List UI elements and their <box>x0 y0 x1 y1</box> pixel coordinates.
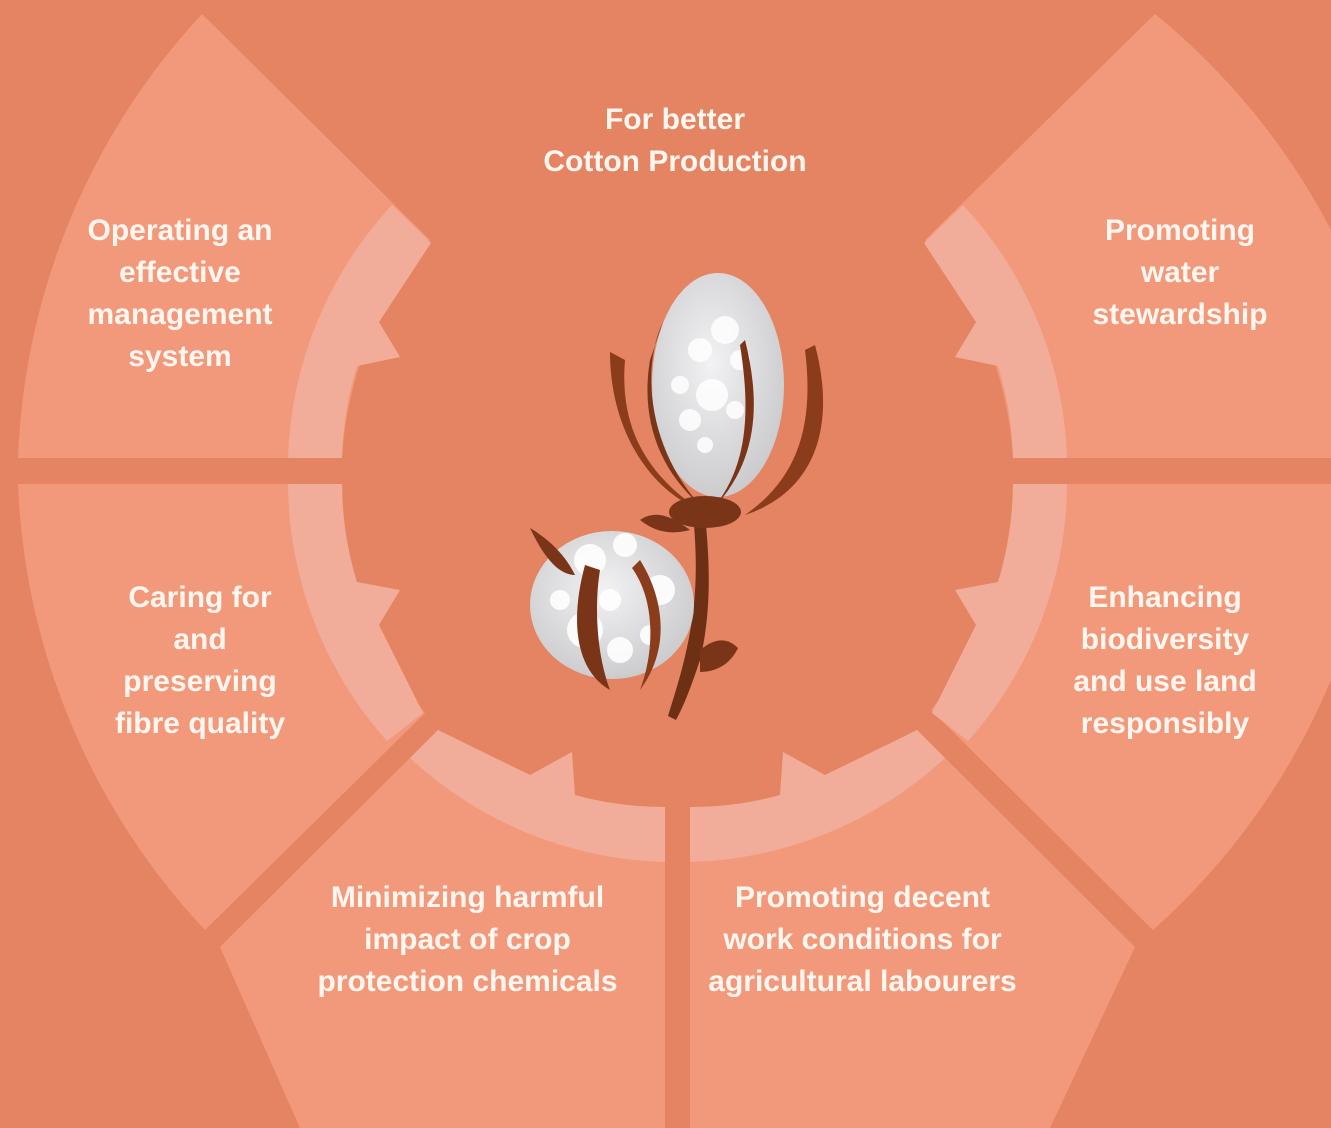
boll-calyx <box>669 496 741 528</box>
sepal <box>530 528 575 575</box>
center-title: For better Cotton Production <box>543 103 807 178</box>
cotton-branch <box>700 640 738 672</box>
ring-arc-bottom-right <box>690 730 945 862</box>
sepal <box>647 322 700 505</box>
ring-arc-upper-left <box>288 205 431 458</box>
segment-label-crop-protection: Minimizing harmful impact of crop protec… <box>317 881 618 998</box>
sepal <box>632 560 661 690</box>
segment-label-fibre-quality: Caring for and preserving fibre quality <box>114 581 286 740</box>
sepal <box>745 345 824 515</box>
sepal <box>577 565 610 690</box>
segment-label-biodiversity: Enhancing biodiversity and use land resp… <box>1073 581 1257 740</box>
segment-label-water-stewardship: Promoting water stewardship <box>1092 214 1268 331</box>
ring-arc-middle-left <box>288 484 423 741</box>
sepal <box>610 352 700 510</box>
ring-arc-middle-right <box>932 484 1067 741</box>
segment-label-management-system: Operating an effective management system <box>87 214 273 373</box>
cotton-boll-upper-fluff <box>671 316 750 453</box>
cotton-stem <box>668 505 709 720</box>
inner-ring <box>288 205 1067 862</box>
sepal <box>712 340 754 510</box>
segment-label-decent-work: Promoting decent work conditions for agr… <box>708 881 1017 998</box>
cotton-plant-illustration <box>530 273 824 720</box>
ring-arc-bottom-left <box>410 730 665 862</box>
ring-arc-upper-right <box>924 205 1067 458</box>
sepal <box>640 514 690 533</box>
